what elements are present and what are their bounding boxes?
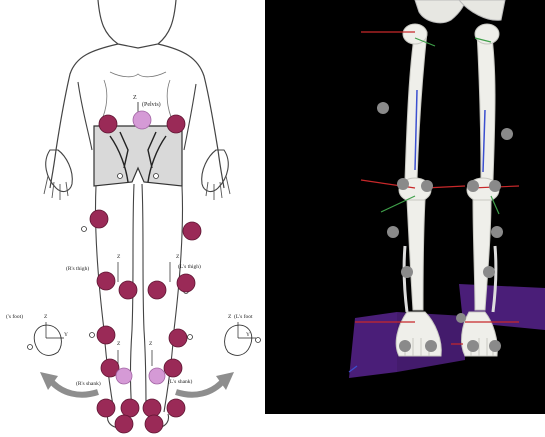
skeleton-scene [265, 0, 545, 437]
axis-label-z-rshank: Z [117, 341, 121, 347]
marker [169, 329, 187, 347]
marker [167, 115, 185, 133]
axis-label-z-rfoot: Z [44, 314, 48, 320]
marker [115, 415, 133, 433]
axis-label-z-pelvis: Z [133, 95, 137, 101]
marker-pink [116, 368, 132, 384]
marker [483, 266, 495, 278]
marker [167, 399, 185, 417]
r-thigh-label: (R's thigh) [66, 265, 89, 272]
marker [97, 399, 115, 417]
marker [90, 210, 108, 228]
pelvis-label: (Pelvis) [142, 101, 161, 108]
axis-label-z-lshank: Z [149, 341, 153, 347]
marker [164, 359, 182, 377]
l-thigh-label: (L's thigh) [178, 263, 201, 270]
l-foot-label: (L's foot [234, 313, 253, 320]
marker-placement-drawing: Z (Pelvis) (R's thigh) (L's thigh) Z Z (… [0, 0, 265, 437]
marker [145, 415, 163, 433]
marker [143, 399, 161, 417]
marker [489, 180, 501, 192]
marker [99, 115, 117, 133]
marker [399, 340, 411, 352]
marker [119, 281, 137, 299]
skeleton-3d-render [265, 0, 545, 437]
r-shank-label: (R's shank) [76, 380, 101, 387]
marker [491, 226, 503, 238]
marker [97, 272, 115, 290]
r-foot-label: ('s foot) [6, 313, 23, 320]
axis-label-z-rthigh: Z [117, 254, 121, 260]
marker [148, 281, 166, 299]
marker [421, 180, 433, 192]
marker [183, 222, 201, 240]
axis-label-y-lfoot: Y [246, 332, 250, 338]
marker [467, 340, 479, 352]
marker [121, 399, 139, 417]
marker [489, 340, 501, 352]
marker [501, 128, 513, 140]
marker [467, 180, 479, 192]
marker [401, 266, 413, 278]
marker [387, 226, 399, 238]
marker [377, 102, 389, 114]
marker [456, 313, 466, 323]
l-shank-label: (L's shank) [168, 378, 193, 385]
axis-label-y-rfoot: Y [64, 332, 68, 338]
axis-label-z-lfoot: Z [228, 314, 232, 320]
axis-label-z-lthigh: Z [176, 254, 180, 260]
marker [177, 274, 195, 292]
body-outline-figure: Z (Pelvis) (R's thigh) (L's thigh) Z Z (… [0, 0, 265, 437]
marker-pink [149, 368, 165, 384]
marker-pink [133, 111, 151, 129]
shorts [94, 126, 182, 186]
marker [425, 340, 437, 352]
r-foot-inset [34, 325, 61, 355]
marker [97, 326, 115, 344]
marker [397, 178, 409, 190]
